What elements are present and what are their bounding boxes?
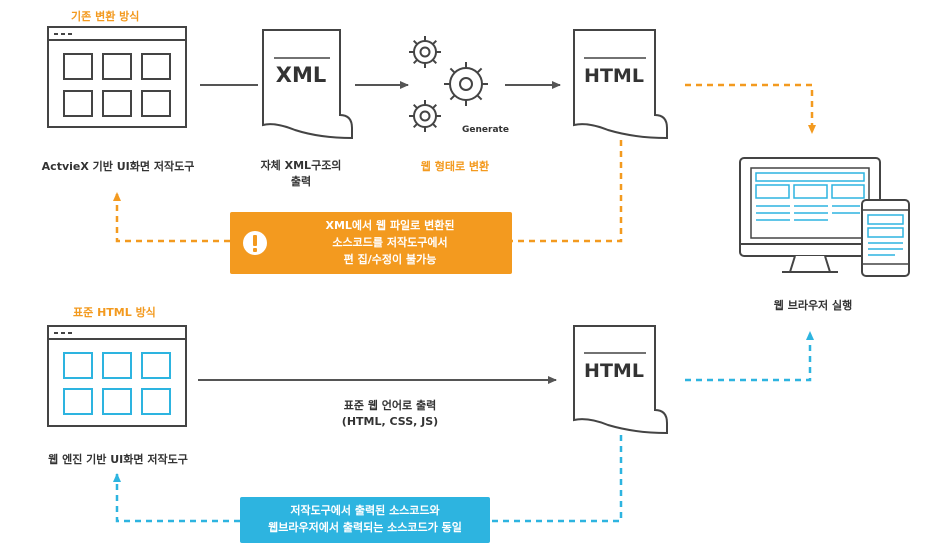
bottom-editor-window-icon <box>47 325 187 427</box>
standard-output-label: 표준 웹 언어로 출력 (HTML, CSS, JS) <box>290 398 490 430</box>
xml-document-icon <box>262 29 353 140</box>
html-doc-text-top: HTML <box>584 65 644 87</box>
standard-output-line2: (HTML, CSS, JS) <box>341 415 439 428</box>
standard-output-line1: 표준 웹 언어로 출력 <box>343 399 437 412</box>
info-box: 저작도구에서 출력된 소스코드와 웹브라우저에서 출력되는 소스코드가 동일 <box>240 497 490 543</box>
info-text: 저작도구에서 출력된 소스코드와 웹브라우저에서 출력되는 소스코드가 동일 <box>240 502 490 536</box>
top-editor-window-icon <box>47 26 187 128</box>
xml-doc-text: XML <box>276 63 326 87</box>
monitor-icon <box>739 157 881 273</box>
xml-output-label: 자체 XML구조의 출력 <box>236 158 366 190</box>
bottom-editor-label: 웹 엔진 기반 UI화면 저작도구 <box>48 453 188 466</box>
xml-output-label-line2: 출력 <box>290 175 312 188</box>
html-doc-text-bottom: HTML <box>584 360 644 382</box>
exclamation-icon <box>243 231 267 255</box>
xml-output-label-line1: 자체 XML구조의 <box>260 159 342 172</box>
warning-line1: XML에서 웹 파일로 변환된 <box>325 219 455 232</box>
browser-label: 웹 브라우저 실행 <box>773 299 853 312</box>
info-line2: 웹브라우저에서 출력되는 소스코드가 동일 <box>268 521 462 534</box>
bottom-section-title: 표준 HTML 방식 <box>73 306 156 319</box>
warning-box: XML에서 웹 파일로 변환된 소스코드를 저작도구에서 편 집/수정이 불가능 <box>230 212 512 274</box>
info-line1: 저작도구에서 출력된 소스코드와 <box>290 504 440 517</box>
arrow-html-to-browser <box>685 83 816 134</box>
generate-text: Generate <box>462 125 509 135</box>
blue-feedback-line <box>490 435 623 523</box>
html-document-icon-top <box>573 29 668 140</box>
orange-feedback-arrow <box>113 192 230 243</box>
mobile-phone-icon <box>861 199 910 277</box>
blue-feedback-arrow <box>113 473 240 523</box>
warning-text: XML에서 웹 파일로 변환된 소스코드를 저작도구에서 편 집/수정이 불가능 <box>278 217 502 268</box>
gear-icon <box>409 36 488 132</box>
top-section-title: 기존 변환 방식 <box>71 10 140 23</box>
blue-arrow-html-to-browser <box>685 331 814 382</box>
warning-line2: 소스코드를 저작도구에서 <box>332 236 448 249</box>
warning-line3: 편 집/수정이 불가능 <box>343 253 437 266</box>
top-editor-label: ActvieX 기반 UI화면 저작도구 <box>41 160 195 173</box>
html-document-icon-bottom <box>573 325 668 435</box>
orange-feedback-line <box>512 140 623 243</box>
gear-label: 웹 형태로 변환 <box>420 160 490 173</box>
